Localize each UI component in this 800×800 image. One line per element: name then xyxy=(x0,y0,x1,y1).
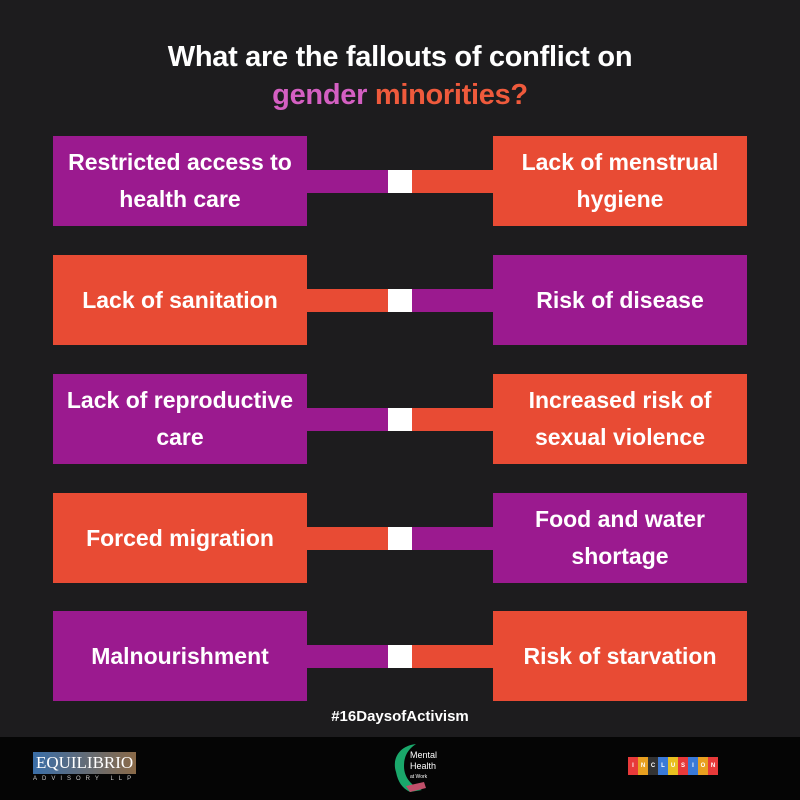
inclusion-logo-letter: O xyxy=(698,757,708,775)
connector-right xyxy=(412,170,493,193)
fallout-row: Malnourishment Risk of starvation xyxy=(53,611,747,701)
title-word-minorities: minorities? xyxy=(374,79,528,111)
fallout-label-left: Forced migration xyxy=(86,524,274,551)
fallout-label-right: Lack of menstrual hygiene xyxy=(521,149,719,212)
inclusion-logo-letter: S xyxy=(678,757,688,775)
inclusion-logo-letter: I xyxy=(628,757,638,775)
fallout-box-left: Lack of sanitation xyxy=(53,255,307,345)
mental-health-logo: Mental Health at Work xyxy=(388,742,448,794)
fallout-box-left: Malnourishment xyxy=(53,611,307,701)
inclusion-logo-letter: L xyxy=(658,757,668,775)
inclusion-logo-letter: I xyxy=(688,757,698,775)
fallout-label-left: Lack of reproductive care xyxy=(66,387,294,450)
connector-node xyxy=(388,408,412,431)
title-line-2: gender minorities? xyxy=(0,76,800,114)
connector-right xyxy=(412,408,493,431)
fallout-box-right: Increased risk of sexual violence xyxy=(493,374,747,464)
footer: EQUILIBRIO ADVISORY LLP Mental Health at … xyxy=(0,737,800,800)
head-silhouette-icon xyxy=(394,744,426,792)
connector-left xyxy=(307,527,388,550)
connector-left xyxy=(307,408,388,431)
fallout-box-right: Food and water shortage xyxy=(493,493,747,583)
connector-right xyxy=(412,527,493,550)
page-title: What are the fallouts of conflict on gen… xyxy=(0,38,800,114)
inclusion-logo-letter: N xyxy=(708,757,718,775)
connector-right xyxy=(412,645,493,668)
hashtag: #16DaysofActivism xyxy=(331,708,469,725)
inclusion-logo-letter: U xyxy=(668,757,678,775)
equilibrio-logo: EQUILIBRIO ADVISORY LLP xyxy=(33,752,137,782)
connector-right xyxy=(412,289,493,312)
fallout-box-right: Risk of disease xyxy=(493,255,747,345)
fallout-label-right: Food and water shortage xyxy=(535,506,705,569)
equilibrio-logo-sub: ADVISORY LLP xyxy=(33,776,137,782)
connector-node xyxy=(388,527,412,550)
connector-left xyxy=(307,645,388,668)
fallout-row: Lack of reproductive care Increased risk… xyxy=(53,374,747,464)
fallout-row: Restricted access to health care Lack of… xyxy=(53,136,747,226)
title-word-gender: gender xyxy=(272,79,368,111)
fallout-box-right: Lack of menstrual hygiene xyxy=(493,136,747,226)
title-line-1: What are the fallouts of conflict on xyxy=(167,41,633,73)
connector-node xyxy=(388,645,412,668)
connector-left xyxy=(307,170,388,193)
inclusion-logo-letter: C xyxy=(648,757,658,775)
connector-node xyxy=(388,289,412,312)
fallout-label-left: Malnourishment xyxy=(91,642,269,669)
fallout-row: Lack of sanitation Risk of disease xyxy=(53,255,747,345)
fallout-label-right: Risk of starvation xyxy=(523,642,717,669)
mental-health-logo-name: Mental Health xyxy=(410,750,438,771)
fallout-box-left: Forced migration xyxy=(53,493,307,583)
fallout-label-left: Lack of sanitation xyxy=(82,286,278,313)
equilibrio-logo-name: EQUILIBRIO xyxy=(33,752,137,774)
fallout-label-left: Restricted access to health care xyxy=(68,149,292,212)
fallout-row: Forced migration Food and water shortage xyxy=(53,493,747,583)
connector-node xyxy=(388,170,412,193)
fallout-box-left: Lack of reproductive care xyxy=(53,374,307,464)
fallout-label-right: Increased risk of sexual violence xyxy=(528,387,712,450)
mental-health-logo-sub: at Work xyxy=(410,774,428,780)
fallout-box-right: Risk of starvation xyxy=(493,611,747,701)
connector-left xyxy=(307,289,388,312)
fallout-box-left: Restricted access to health care xyxy=(53,136,307,226)
inclusion-logo-letter: N xyxy=(638,757,648,775)
fallout-label-right: Risk of disease xyxy=(536,286,704,313)
